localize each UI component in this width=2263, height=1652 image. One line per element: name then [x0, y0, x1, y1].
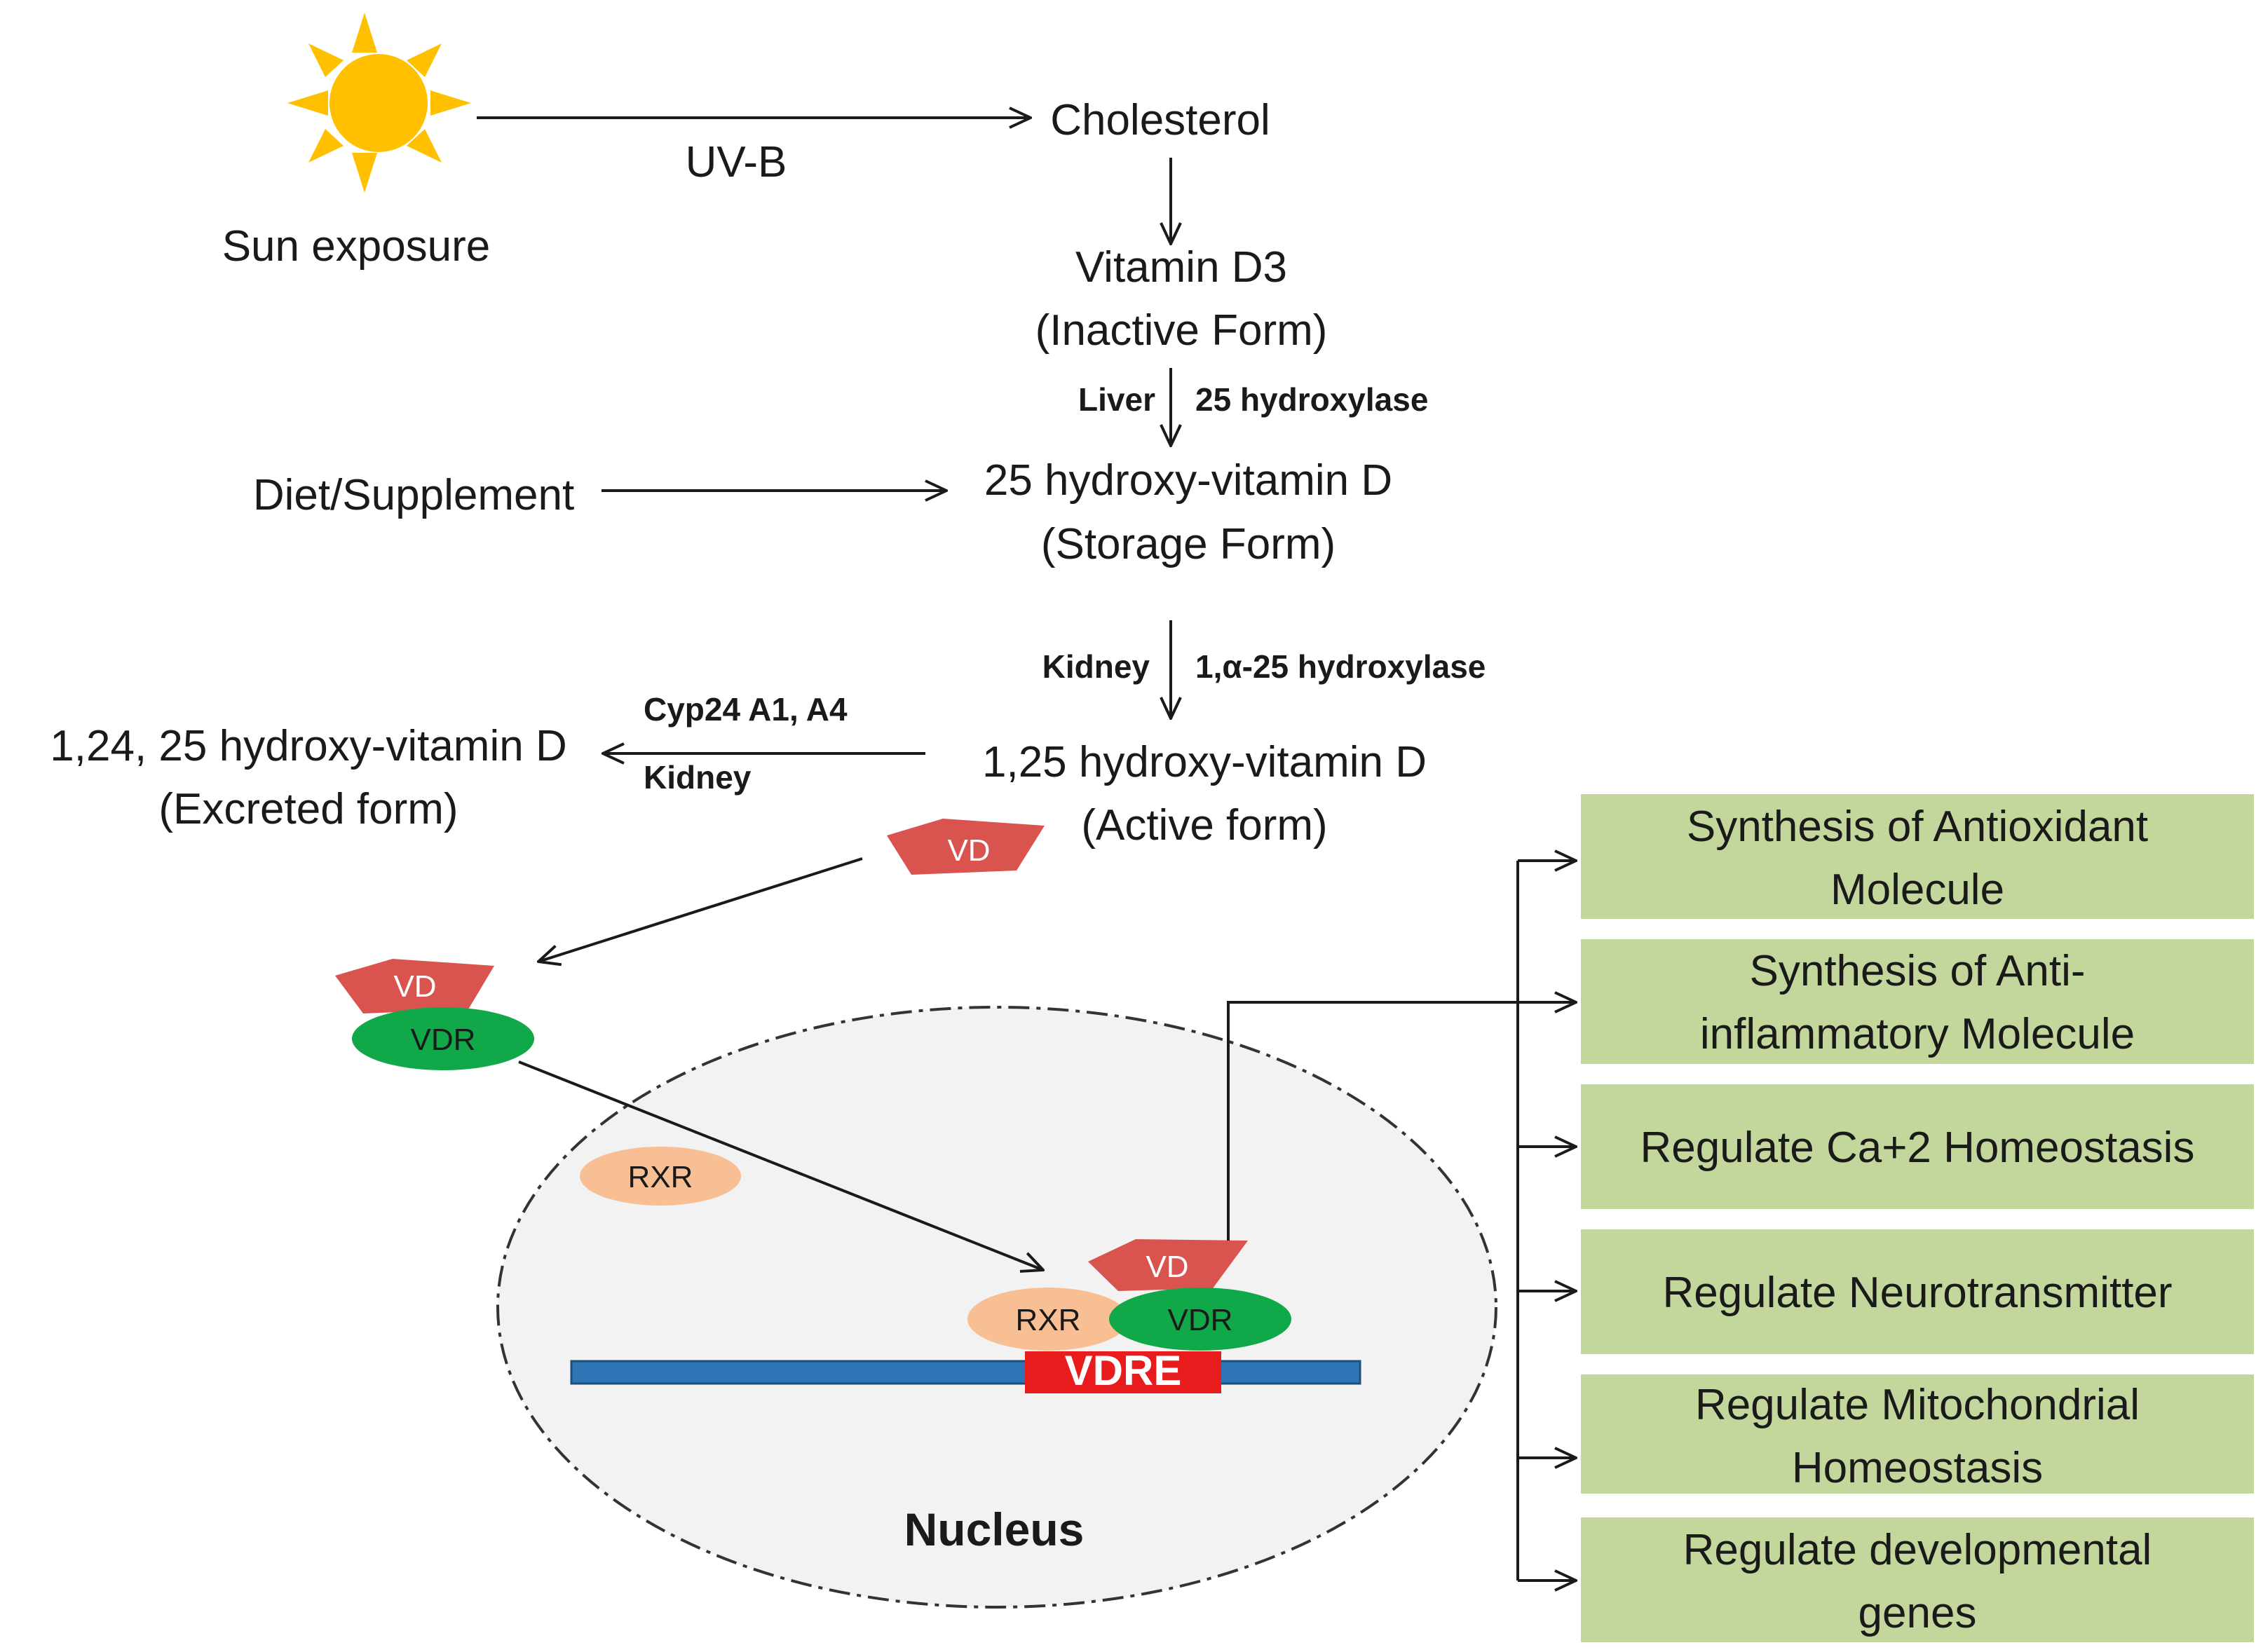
effect-box — [1581, 1229, 2254, 1354]
rxr-ellipse — [580, 1147, 741, 1206]
storage-form-note: (Storage Form) — [1041, 520, 1336, 568]
storage-form-label: 25 hydroxy-vitamin D — [984, 456, 1392, 505]
effect-text-line1: Synthesis of Anti- — [1749, 947, 2085, 995]
sun-ray — [287, 90, 328, 116]
sun-exposure-label: Sun exposure — [222, 222, 491, 271]
rxr-label: RXR — [1016, 1303, 1081, 1337]
sun-ray — [352, 13, 377, 53]
vitamin-d3-label: Vitamin D3 — [1075, 243, 1287, 292]
cholesterol-label: Cholesterol — [1050, 96, 1270, 144]
effect-box — [1581, 1084, 2254, 1209]
active-form-note: (Active form) — [1081, 801, 1327, 849]
effect-box-anti-inflammatory: Synthesis of Anti- inflammatory Molecule — [1518, 939, 2254, 1064]
effect-box — [1581, 1517, 2254, 1642]
vd-pentagon — [887, 819, 1045, 875]
effect-text-line1: Regulate Ca+2 Homeostasis — [1640, 1124, 2195, 1172]
uvb-label: UV-B — [686, 138, 787, 186]
effect-text-line1: Regulate Neurotransmitter — [1662, 1269, 2172, 1317]
kidney-label: Kidney — [1042, 648, 1150, 685]
sun-rays — [287, 13, 471, 193]
vdre-box — [1025, 1351, 1221, 1393]
effect-box-developmental-genes: Regulate developmental genes — [1518, 1517, 2254, 1642]
sun-ray — [352, 153, 377, 193]
vd-pentagon — [1088, 1239, 1248, 1291]
excreted-form-label: 1,24, 25 hydroxy-vitamin D — [50, 722, 566, 770]
nucleus-label: Nucleus — [904, 1503, 1085, 1555]
effect-text-line2: inflammatory Molecule — [1700, 1010, 2135, 1058]
excretion-kidney-label: Kidney — [644, 759, 752, 796]
rxr-vdr-vd-complex: RXR VD VDR — [967, 1239, 1291, 1351]
rxr-molecule-free: RXR — [580, 1147, 741, 1206]
effect-text-line1: Synthesis of Antioxidant — [1687, 803, 2148, 851]
vd-label: VD — [947, 833, 990, 868]
effect-text-line2: genes — [1858, 1589, 1977, 1637]
vdre-label: VDRE — [1065, 1347, 1182, 1394]
1-alpha-25-hydroxylase-label: 1,α-25 hydroxylase — [1195, 648, 1486, 685]
complex-to-effects-connector — [1227, 1001, 1518, 1241]
25-hydroxylase-label: 25 hydroxylase — [1195, 381, 1428, 418]
effect-box — [1581, 939, 2254, 1064]
vdr-label: VDR — [411, 1023, 476, 1057]
vdr-ellipse — [1109, 1288, 1291, 1351]
vd-to-vdr-arrow — [538, 857, 863, 962]
cyp24-label: Cyp24 A1, A4 — [644, 691, 848, 728]
effect-box-antioxidant: Synthesis of Antioxidant Molecule — [1518, 794, 2254, 919]
sun-icon — [287, 13, 471, 193]
effect-box-mitochondrial: Regulate Mitochondrial Homeostasis — [1518, 1374, 2254, 1494]
vd-vdr-complex: VD VDR — [335, 959, 534, 1070]
vdr-to-nucleus-arrow — [518, 1060, 1043, 1270]
liver-label: Liver — [1078, 381, 1155, 418]
effect-box — [1581, 1374, 2254, 1494]
vdr-ellipse — [352, 1007, 534, 1070]
vd-pentagon — [335, 959, 494, 1013]
vd-label: VD — [1146, 1250, 1188, 1284]
effect-text-line1: Regulate developmental — [1683, 1526, 2152, 1574]
vitamin-d3-form: (Inactive Form) — [1035, 306, 1328, 355]
excreted-form-note: (Excreted form) — [158, 785, 458, 833]
effect-box — [1581, 794, 2254, 919]
vd-molecule-free: VD — [887, 819, 1045, 875]
active-form-label: 1,25 hydroxy-vitamin D — [982, 738, 1427, 786]
effect-text-line2: Molecule — [1830, 866, 2004, 914]
effect-box-neurotransmitter: Regulate Neurotransmitter — [1518, 1229, 2254, 1354]
sun-ray — [430, 90, 471, 116]
sun-ray — [308, 129, 344, 163]
sun-ray — [308, 43, 344, 77]
vd-label: VD — [393, 969, 436, 1004]
dna-strand — [570, 1360, 1361, 1385]
sun-disc — [329, 54, 428, 152]
sun-ray — [407, 129, 442, 163]
effect-box-calcium: Regulate Ca+2 Homeostasis — [1518, 1084, 2254, 1209]
rxr-label: RXR — [628, 1160, 693, 1194]
rxr-ellipse — [967, 1288, 1129, 1351]
sun-ray — [407, 43, 442, 77]
vdr-label: VDR — [1168, 1303, 1233, 1337]
effects-list: Synthesis of Antioxidant Molecule Synthe… — [1518, 794, 2254, 1642]
effect-text-line1: Regulate Mitochondrial — [1695, 1381, 2140, 1429]
effect-text-line2: Homeostasis — [1792, 1444, 2043, 1492]
diet-supplement-label: Diet/Supplement — [253, 471, 574, 519]
